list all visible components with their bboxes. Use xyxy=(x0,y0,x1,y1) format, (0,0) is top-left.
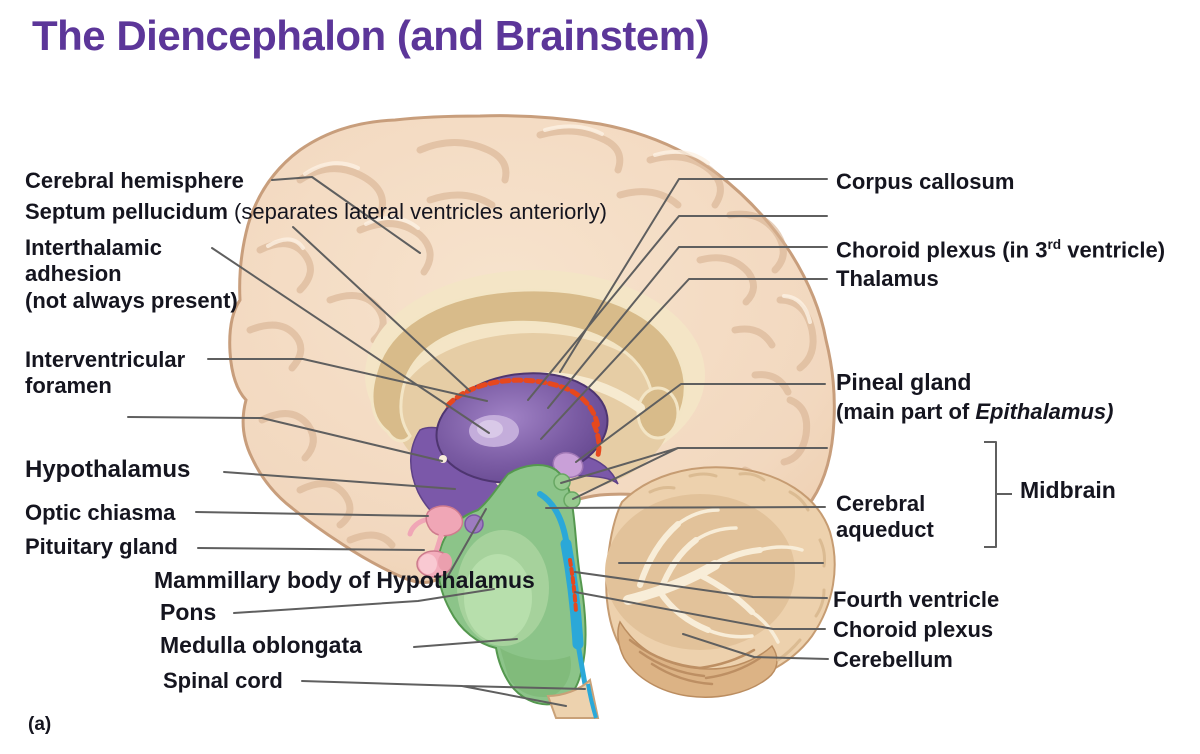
label-cerebral-hemisphere: Cerebral hemisphere xyxy=(25,168,244,193)
leader-thalamus xyxy=(540,278,828,440)
label-pituitary-gland: Pituitary gland xyxy=(25,534,178,559)
leader-lines xyxy=(127,176,829,707)
label-pons: Pons xyxy=(160,599,217,625)
leader-medulla-oblongata xyxy=(413,638,518,648)
label-choroid-plexus-third-pre: Choroid plexus (in 3 xyxy=(836,237,1048,263)
label-medulla-oblongata: Medulla oblongata xyxy=(160,632,362,658)
label-septum-pellucidum: Septum pellucidum (separates lateral ven… xyxy=(25,199,607,225)
corpus-callosum-shape xyxy=(370,288,687,443)
midbrain-bracket xyxy=(984,441,1012,548)
label-septum-pellucidum-note: (separates lateral ventricles anteriorly… xyxy=(227,199,607,224)
label-interthalamic-adhesion: Interthalamic adhesion (not always prese… xyxy=(25,235,238,313)
choroid-plexus-fourth-dashes xyxy=(568,558,578,614)
label-choroid-plexus-third: Choroid plexus (in 3rd ventricle) xyxy=(836,237,1165,264)
leader-corpus-callosum xyxy=(559,178,828,373)
leader-cerebellum xyxy=(682,633,829,660)
leader-colliculi xyxy=(560,447,828,500)
label-choroid-plexus-fourth: Choroid plexus xyxy=(833,617,994,642)
optic-chiasma-shape xyxy=(407,505,464,537)
label-interventricular-foramen: Interventricular foramen xyxy=(25,347,186,399)
label-pineal-note: (main part of Epithalamus) xyxy=(836,399,1113,425)
anterior-commissure-shape xyxy=(439,455,447,463)
label-thalamus: Thalamus xyxy=(836,266,939,291)
leader-interventricular-foramen xyxy=(207,358,488,402)
medulla-shape xyxy=(500,648,572,698)
label-pineal-note-pre: (main part of xyxy=(836,399,976,424)
label-hypothalamus: Hypothalamus xyxy=(25,456,191,483)
gyri-texture xyxy=(246,127,817,549)
label-fourth-ventricle: Fourth ventricle xyxy=(833,587,1000,612)
leader-pineal-gland xyxy=(575,383,826,463)
figure-marker: (a) xyxy=(28,714,52,735)
label-mammillary-body: Mammillary body of Hypothalamus xyxy=(154,567,535,593)
inferior-colliculus-shape xyxy=(563,491,581,509)
interthalamic-adhesion-highlight xyxy=(477,420,503,438)
pituitary-gland-shape xyxy=(416,529,452,578)
leader-unlabeled-left xyxy=(127,416,443,462)
label-midbrain: Midbrain xyxy=(1020,477,1116,503)
label-septum-pellucidum-bold: Septum pellucidum xyxy=(25,199,228,224)
gyri-highlights xyxy=(266,124,812,324)
label-cerebral-aqueduct: Cerebral aqueduct xyxy=(836,491,934,543)
label-spinal-cord: Spinal cord xyxy=(163,668,283,693)
leader-cerebral-aqueduct xyxy=(545,506,826,509)
leader-pituitary-gland xyxy=(197,547,425,551)
leader-fourth-ventricle xyxy=(574,571,828,599)
leader-optic-chiasma xyxy=(195,511,429,517)
label-optic-chiasma: Optic chiasma xyxy=(25,500,176,525)
cerebellum-shape xyxy=(605,466,836,698)
page-title: The Diencephalon (and Brainstem) xyxy=(32,12,710,59)
leader-interthalamic-adhesion xyxy=(211,247,490,434)
brainstem-shape xyxy=(437,464,587,706)
leader-hypothalamus xyxy=(223,471,456,490)
label-corpus-callosum: Corpus callosum xyxy=(836,169,1015,194)
leader-mammillary-body xyxy=(447,508,487,577)
leader-spinal-cord xyxy=(301,680,586,707)
leader-choroid-plexus-third xyxy=(547,246,828,409)
leader-cerebral-hemisphere xyxy=(271,176,421,254)
label-cerebellum: Cerebellum xyxy=(833,647,953,672)
label-pineal-note-italic: Epithalamus) xyxy=(975,399,1114,424)
label-pineal-gland: Pineal gland xyxy=(836,369,972,395)
label-choroid-plexus-third-post: ventricle) xyxy=(1061,237,1166,263)
leader-unlabeled-right xyxy=(527,215,828,401)
label-choroid-plexus-third-sup: rd xyxy=(1047,237,1062,252)
leader-pons xyxy=(233,588,495,614)
leader-choroid-plexus-fourth xyxy=(574,591,826,630)
mammillary-body-shape xyxy=(464,514,484,534)
leader-septum-pellucidum xyxy=(292,226,471,392)
